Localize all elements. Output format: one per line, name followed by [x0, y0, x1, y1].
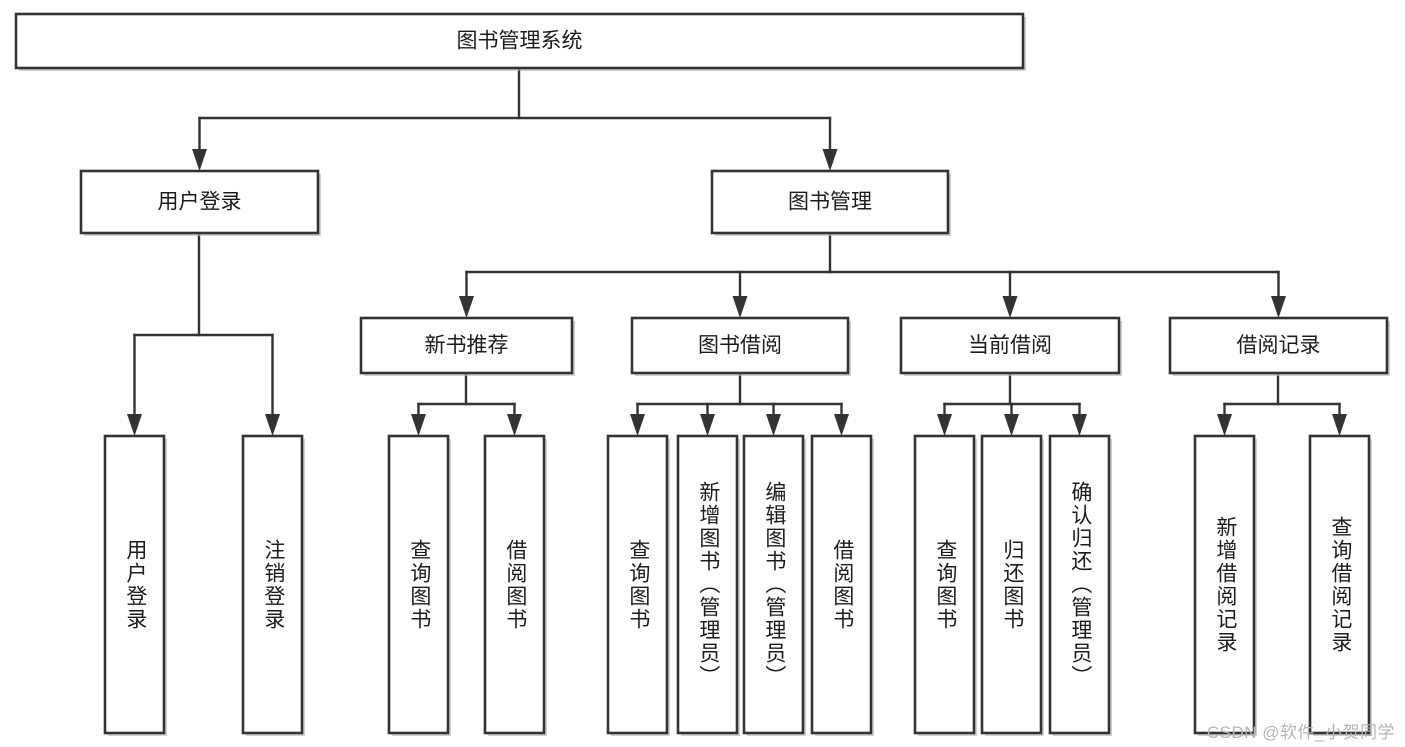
box-outline[interactable] [810, 434, 873, 735]
leaf-node-leaf-user-login[interactable] [103, 434, 167, 736]
leaf-node-leaf-current-query-book[interactable] [913, 434, 977, 736]
box-outline[interactable] [79, 169, 320, 235]
box-outline[interactable] [710, 169, 950, 235]
box-outline[interactable] [387, 434, 450, 735]
arrow-head-icon [937, 414, 952, 436]
connector-group [630, 371, 849, 436]
arrow-head-icon [127, 414, 142, 436]
node-label: 新书推荐 [425, 334, 509, 357]
leaf-node-leaf-borrow-add-book[interactable] [676, 434, 740, 736]
arrow-head-icon [1072, 414, 1087, 436]
node-new-book-rec[interactable]: 新书推荐 [359, 316, 575, 376]
connector-group [192, 66, 838, 171]
arrow-head-icon [766, 414, 781, 436]
arrow-head-icon [630, 414, 645, 436]
node-book-borrow[interactable]: 图书借阅 [630, 316, 851, 376]
arrow-head-icon [732, 296, 748, 318]
leaf-node-leaf-record-add[interactable] [1193, 434, 1257, 736]
box-outline[interactable] [1048, 434, 1111, 735]
arrow-head-icon [192, 149, 207, 171]
box-outline[interactable] [103, 434, 166, 735]
node-label: 图书借阅 [698, 334, 782, 357]
box-outline[interactable] [1308, 434, 1371, 735]
node-label: 用户登录 [158, 191, 242, 214]
node-current-borrow[interactable]: 当前借阅 [899, 316, 1122, 376]
watermark-credit: CSDN @软件_小贺同学 [1206, 723, 1395, 742]
box-outline[interactable] [913, 434, 976, 735]
arrow-head-icon [834, 414, 849, 436]
arrow-head-icon [1217, 414, 1232, 436]
arrow-head-icon [411, 414, 426, 436]
box-outline[interactable] [1193, 434, 1256, 735]
box-outline[interactable] [980, 434, 1043, 735]
box-outline[interactable] [630, 316, 850, 375]
edges-layer [127, 66, 1347, 436]
node-label: 借阅记录 [1237, 334, 1321, 357]
node-user-login[interactable]: 用户登录 [79, 169, 321, 236]
box-outline[interactable] [359, 316, 574, 375]
node-label: 图书管理系统 [457, 30, 583, 53]
box-outline[interactable] [742, 434, 805, 735]
connector-group [127, 231, 280, 436]
connector-group [411, 371, 522, 436]
arrow-head-icon [822, 149, 838, 171]
arrow-head-icon [1332, 414, 1347, 436]
connector-group [1217, 371, 1347, 436]
leaf-node-leaf-borrow-borrow-book[interactable] [810, 434, 874, 736]
box-outline[interactable] [676, 434, 739, 735]
leaf-node-leaf-record-query[interactable] [1308, 434, 1372, 736]
node-root[interactable]: 图书管理系统 [14, 12, 1026, 71]
leaf-node-leaf-rec-query-book[interactable] [387, 434, 451, 736]
node-label: 当前借阅 [968, 334, 1052, 357]
box-outline[interactable] [14, 12, 1025, 70]
arrow-head-icon [1004, 414, 1019, 436]
arrow-head-icon [265, 414, 280, 436]
node-book-manage[interactable]: 图书管理 [710, 169, 951, 236]
node-label: 图书管理 [788, 191, 872, 214]
arrow-head-icon [700, 414, 715, 436]
box-outline[interactable] [241, 434, 304, 735]
leaf-node-leaf-user-logout[interactable] [241, 434, 305, 736]
leaf-node-leaf-rec-borrow-book[interactable] [483, 434, 547, 736]
leaf-node-leaf-borrow-query-book[interactable] [606, 434, 670, 736]
leaf-node-leaf-borrow-edit-book[interactable] [742, 434, 806, 736]
connector-group [459, 231, 1286, 318]
box-outline[interactable] [899, 316, 1121, 375]
box-outline[interactable] [483, 434, 546, 735]
box-outline[interactable] [606, 434, 669, 735]
arrow-head-icon [459, 296, 474, 318]
arrow-head-icon [1271, 296, 1286, 318]
connector-group [937, 371, 1087, 436]
box-outline[interactable] [1168, 316, 1389, 375]
arrow-head-icon [1002, 296, 1018, 318]
leaf-node-leaf-current-return-book[interactable] [980, 434, 1044, 736]
leaf-node-leaf-current-confirm-return[interactable] [1048, 434, 1112, 736]
node-borrow-record[interactable]: 借阅记录 [1168, 316, 1390, 376]
arrow-head-icon [507, 414, 522, 436]
